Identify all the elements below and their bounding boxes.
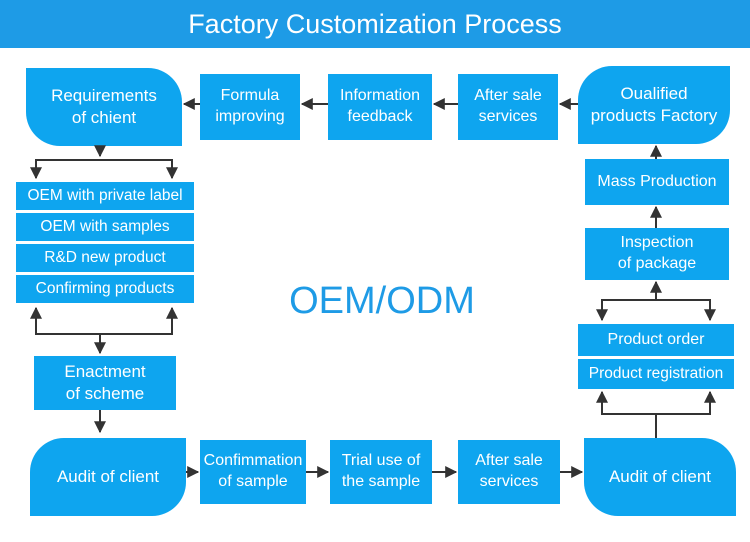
node-qualified: Oualified products Factory — [578, 66, 730, 144]
node-requirements: Requirements of chient — [26, 68, 182, 146]
option-oem-samples: OEM with samples — [16, 213, 194, 241]
node-info-feedback: Information feedback — [328, 74, 432, 140]
process-diagram: Requirements of chient Formula improving… — [0, 48, 750, 542]
page-title: Factory Customization Process — [0, 0, 750, 48]
node-mass-production: Mass Production — [585, 159, 729, 205]
node-inspection: Inspection of package — [585, 228, 729, 280]
option-rd-new-product: R&D new product — [16, 244, 194, 272]
node-after-sale-bottom: After sale services — [458, 440, 560, 504]
node-product-registration: Product registration — [578, 359, 734, 389]
node-confirmation: Confimmation of sample — [200, 440, 306, 504]
node-after-sale-top: After sale services — [458, 74, 558, 140]
center-label: OEM/ODM — [289, 280, 475, 322]
node-trial-use: Trial use of the sample — [330, 440, 432, 504]
option-oem-private-label: OEM with private label — [16, 182, 194, 210]
node-enactment: Enactment of scheme — [34, 356, 176, 410]
node-audit-left: Audit of client — [30, 438, 186, 516]
option-confirming-products: Confirming products — [16, 275, 194, 303]
node-formula: Formula improving — [200, 74, 300, 140]
node-audit-right: Audit of client — [584, 438, 736, 516]
flow-arrows — [30, 98, 716, 478]
node-product-order: Product order — [578, 324, 734, 356]
